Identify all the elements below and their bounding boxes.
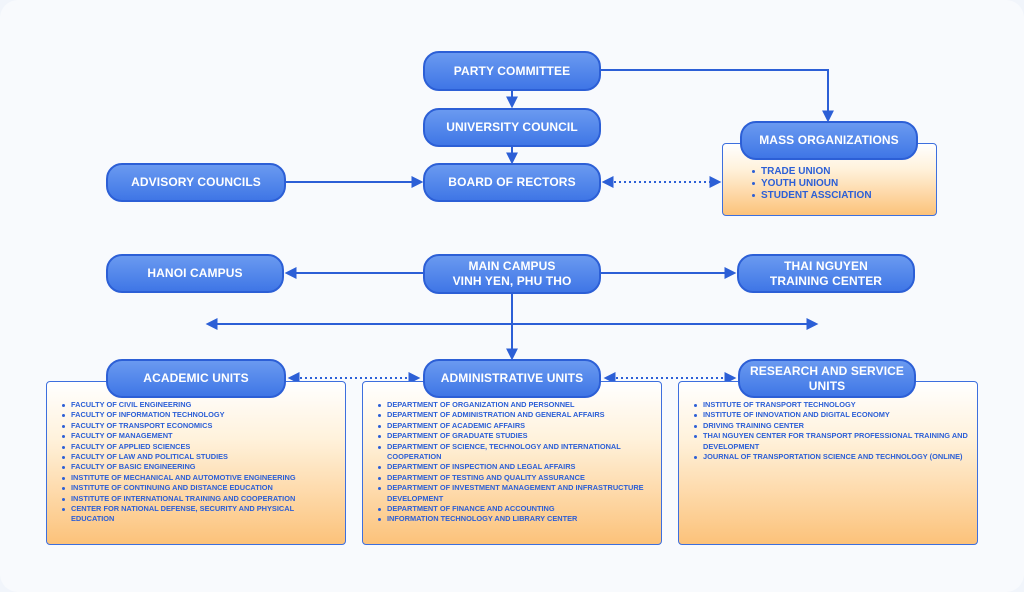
thai-nguyen-training-center-node: THAI NGUYEN TRAINING CENTER: [737, 254, 915, 293]
administrative-unit-item: DEPARTMENT OF ADMINISTRATION AND GENERAL…: [378, 410, 655, 420]
administrative-units-node: ADMINISTRATIVE UNITS: [423, 359, 601, 398]
advisory-councils-node: ADVISORY COUNCILS: [106, 163, 286, 202]
academic-unit-item: CENTER FOR NATIONAL DEFENSE, SECURITY AN…: [62, 504, 339, 525]
academic-unit-item: INSTITUTE OF MECHANICAL AND AUTOMOTIVE E…: [62, 473, 339, 483]
mass-organization-item: STUDENT ASSCIATION: [752, 190, 936, 202]
administrative-unit-item: DEPARTMENT OF ORGANIZATION AND PERSONNEL: [378, 400, 655, 410]
administrative-unit-item: DEPARTMENT OF ACADEMIC AFFAIRS: [378, 421, 655, 431]
administrative-unit-item: DEPARTMENT OF INSPECTION AND LEGAL AFFAI…: [378, 462, 655, 472]
main-campus-node: MAIN CAMPUS VINH YEN, PHU THO: [423, 254, 601, 294]
academic-unit-item: FACULTY OF MANAGEMENT: [62, 431, 339, 441]
research-service-unit-item: INSTITUTE OF INNOVATION AND DIGITAL ECON…: [694, 410, 971, 420]
administrative-units-panel: DEPARTMENT OF ORGANIZATION AND PERSONNEL…: [362, 381, 662, 545]
academic-unit-item: FACULTY OF BASIC ENGINEERING: [62, 462, 339, 472]
mass-organizations-node: MASS ORGANIZATIONS: [740, 121, 918, 160]
mass-organization-item: TRADE UNION: [752, 166, 936, 178]
administrative-units-list: DEPARTMENT OF ORGANIZATION AND PERSONNEL…: [363, 382, 661, 525]
research-service-unit-item: INSTITUTE OF TRANSPORT TECHNOLOGY: [694, 400, 971, 410]
party-committee-node: PARTY COMMITTEE: [423, 51, 601, 91]
research-service-units-node: RESEARCH AND SERVICE UNITS: [738, 359, 916, 398]
academic-unit-item: FACULTY OF TRANSPORT ECONOMICS: [62, 421, 339, 431]
academic-units-node: ACADEMIC UNITS: [106, 359, 286, 398]
academic-unit-item: FACULTY OF APPLIED SCIENCES: [62, 442, 339, 452]
academic-unit-item: FACULTY OF CIVIL ENGINEERING: [62, 400, 339, 410]
research-service-unit-item: DRIVING TRAINING CENTER: [694, 421, 971, 431]
administrative-unit-item: DEPARTMENT OF FINANCE AND ACCOUNTING: [378, 504, 655, 514]
academic-unit-item: FACULTY OF INFORMATION TECHNOLOGY: [62, 410, 339, 420]
administrative-unit-item: INFORMATION TECHNOLOGY AND LIBRARY CENTE…: [378, 514, 655, 524]
mass-organization-item: YOUTH UNIOUN: [752, 178, 936, 190]
board-of-rectors-node: BOARD OF RECTORS: [423, 163, 601, 202]
university-council-node: UNIVERSITY COUNCIL: [423, 108, 601, 147]
administrative-unit-item: DEPARTMENT OF GRADUATE STUDIES: [378, 431, 655, 441]
connector-party-mass: [600, 69, 834, 123]
research-service-unit-item: THAI NGUYEN CENTER FOR TRANSPORT PROFESS…: [694, 431, 971, 452]
academic-unit-item: FACULTY OF LAW AND POLITICAL STUDIES: [62, 452, 339, 462]
hanoi-campus-node: HANOI CAMPUS: [106, 254, 284, 293]
administrative-unit-item: DEPARTMENT OF TESTING AND QUALITY ASSURA…: [378, 473, 655, 483]
academic-unit-item: INSTITUTE OF CONTINUING AND DISTANCE EDU…: [62, 483, 339, 493]
administrative-unit-item: DEPARTMENT OF INVESTMENT MANAGEMENT AND …: [378, 483, 655, 504]
administrative-unit-item: DEPARTMENT OF SCIENCE, TECHNOLOGY AND IN…: [378, 442, 655, 463]
academic-unit-item: INSTITUTE OF INTERNATIONAL TRAINING AND …: [62, 494, 339, 504]
research-service-unit-item: JOURNAL OF TRANSPORTATION SCIENCE AND TE…: [694, 452, 971, 462]
